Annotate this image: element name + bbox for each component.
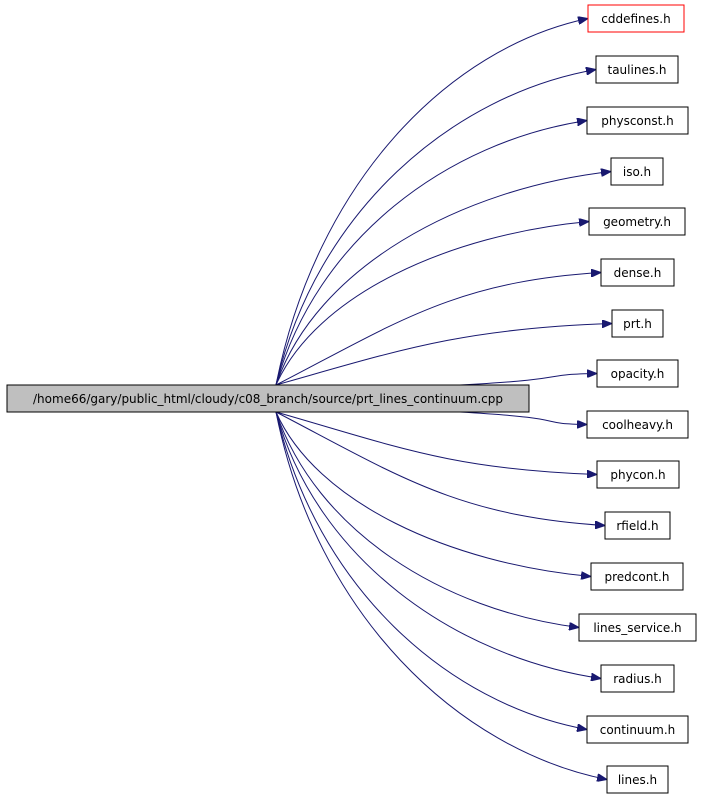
include-node-label[interactable]: dense.h [614, 266, 662, 280]
include-node-box[interactable] [586, 715, 689, 744]
include-edge [275, 411, 607, 780]
source-node: /home66/gary/public_html/cloudy/c08_bran… [6, 384, 530, 413]
include-edge [275, 273, 601, 386]
include-node-box[interactable] [600, 258, 675, 287]
include-node[interactable]: continuum.h [586, 715, 689, 744]
include-edge [275, 70, 596, 386]
include-node-label[interactable]: cddefines.h [601, 12, 670, 26]
include-node-label[interactable]: iso.h [623, 165, 651, 179]
include-node-label[interactable]: predcont.h [605, 570, 670, 584]
include-node-box[interactable] [596, 460, 680, 489]
include-node-label[interactable]: rfield.h [616, 519, 658, 533]
include-node[interactable]: geometry.h [588, 207, 686, 236]
include-edge [275, 172, 611, 386]
include-edge [275, 411, 579, 628]
include-node-box[interactable] [604, 511, 671, 540]
include-node[interactable]: coolheavy.h [586, 410, 689, 439]
include-node[interactable]: rfield.h [604, 511, 671, 540]
edges [275, 19, 612, 780]
include-node-box[interactable] [588, 207, 686, 236]
include-edge [459, 411, 587, 425]
include-node-box[interactable] [586, 106, 689, 135]
include-node[interactable]: radius.h [600, 664, 675, 693]
include-node-box[interactable] [595, 55, 679, 84]
include-node-label[interactable]: prt.h [623, 317, 652, 331]
include-node-box[interactable] [586, 410, 689, 439]
include-node-label[interactable]: lines.h [618, 773, 657, 787]
include-node[interactable]: phycon.h [596, 460, 680, 489]
include-node[interactable]: opacity.h [596, 359, 679, 388]
include-node-label[interactable]: geometry.h [603, 215, 671, 229]
include-edge [275, 411, 601, 679]
include-node[interactable]: prt.h [611, 309, 664, 338]
include-node-box[interactable] [596, 359, 679, 388]
include-node[interactable]: lines_service.h [578, 613, 697, 642]
include-node-label[interactable]: lines_service.h [593, 621, 681, 635]
include-edge [275, 19, 588, 386]
include-node[interactable]: physconst.h [586, 106, 689, 135]
include-node-label[interactable]: continuum.h [600, 723, 676, 737]
include-edge [275, 411, 587, 730]
include-edge [275, 222, 589, 386]
source-node-box [6, 384, 530, 413]
include-node-box[interactable] [587, 4, 685, 33]
include-node-label[interactable]: taulines.h [608, 63, 667, 77]
include-node-box[interactable] [600, 664, 675, 693]
include-edge [459, 374, 597, 386]
include-node-label[interactable]: phycon.h [610, 468, 665, 482]
include-node[interactable]: iso.h [610, 157, 664, 186]
include-node-label[interactable]: coolheavy.h [602, 418, 673, 432]
include-node-box[interactable] [578, 613, 697, 642]
include-node-label[interactable]: physconst.h [601, 114, 674, 128]
source-node-label: /home66/gary/public_html/cloudy/c08_bran… [33, 392, 503, 406]
include-node-box[interactable] [610, 157, 664, 186]
include-node[interactable]: predcont.h [590, 562, 684, 591]
nodes: /home66/gary/public_html/cloudy/c08_bran… [6, 4, 697, 794]
include-edge [275, 324, 612, 386]
include-node[interactable]: taulines.h [595, 55, 679, 84]
include-edge [275, 411, 605, 526]
include-node-label[interactable]: radius.h [613, 672, 662, 686]
include-node[interactable]: dense.h [600, 258, 675, 287]
include-node-box[interactable] [590, 562, 684, 591]
include-edge [275, 121, 587, 386]
include-edge [275, 411, 597, 475]
include-edge [275, 411, 591, 577]
include-node-label[interactable]: opacity.h [611, 367, 665, 381]
include-node[interactable]: cddefines.h [587, 4, 685, 33]
include-node-box[interactable] [611, 309, 664, 338]
include-node-box[interactable] [606, 765, 669, 794]
include-node[interactable]: lines.h [606, 765, 669, 794]
